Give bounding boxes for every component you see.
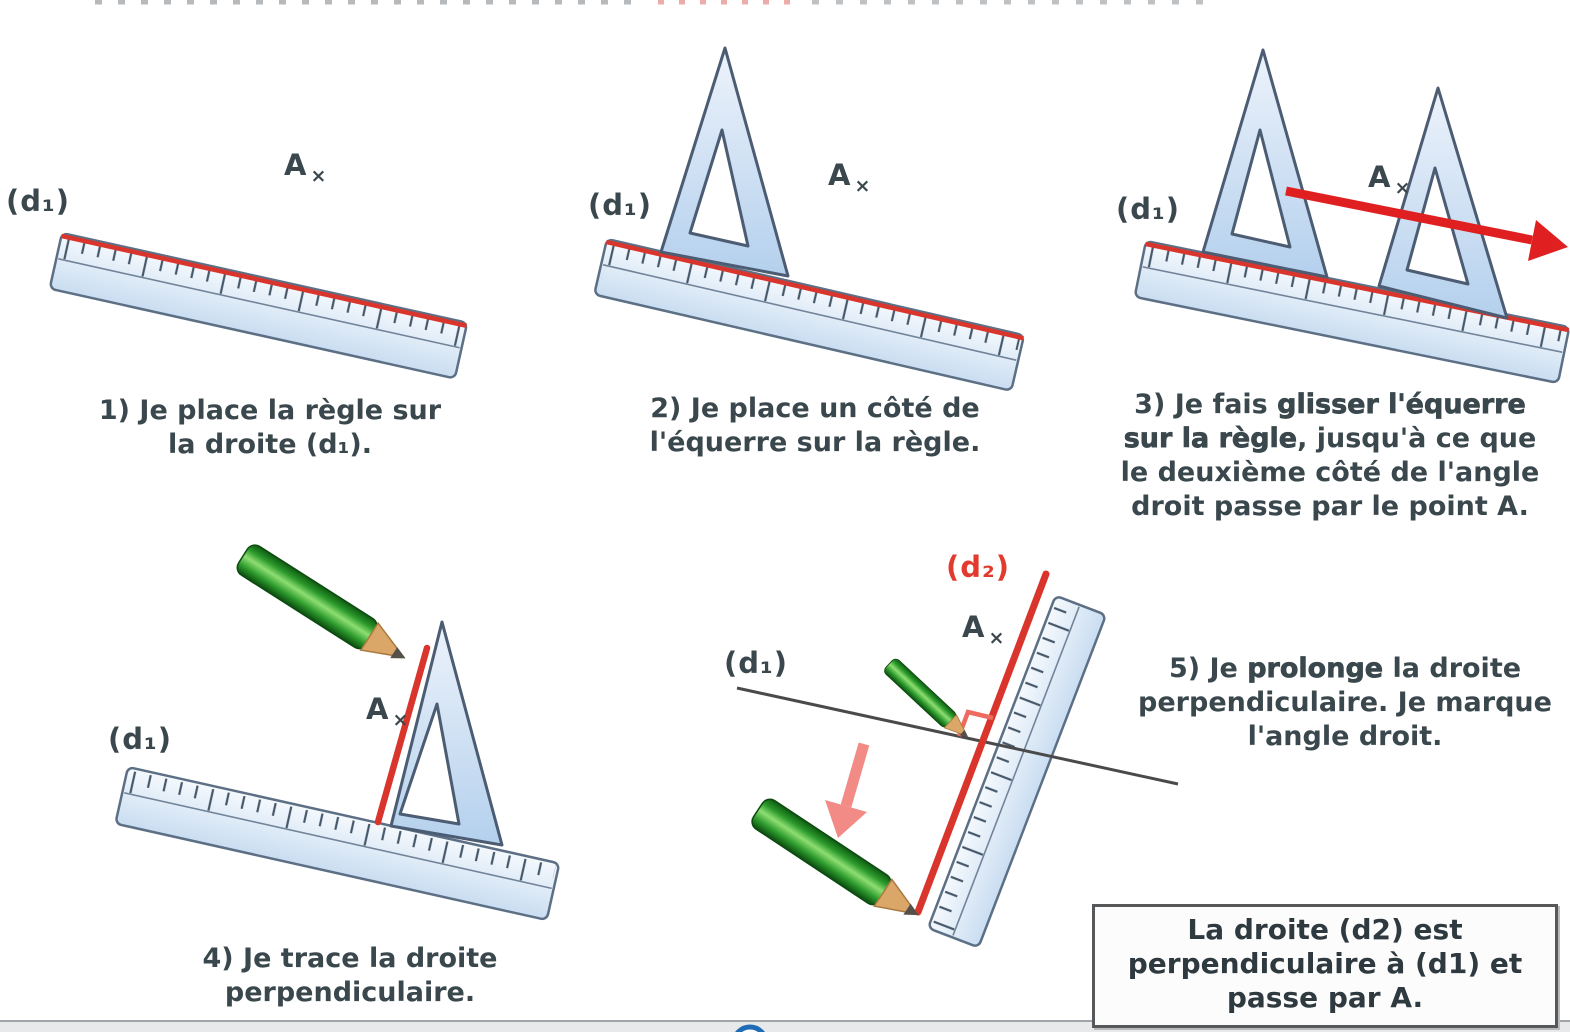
bottom-logo-arc <box>735 1024 765 1032</box>
step4-perpendicular-line <box>374 644 431 826</box>
caption-line: 5) Je prolonge la droite <box>1168 653 1522 685</box>
caption-line: perpendiculaire. Je marque <box>1138 687 1552 718</box>
conclusion-line: La droite (d2) est <box>1187 913 1463 946</box>
step5-down-arrow <box>825 742 870 838</box>
caption-line: 2) Je place un côté de <box>650 393 980 424</box>
caption-line: 3) Je fais glisser l'équerre <box>1134 389 1526 421</box>
caption-line: la droite (d₁). <box>167 429 373 460</box>
step2-ruler <box>594 238 1025 391</box>
step5-label-d2: (d₂) <box>946 550 1010 584</box>
step5-label-A: A× <box>962 610 1006 649</box>
step1-label-A: A× <box>284 148 328 187</box>
caption-line: perpendiculaire. <box>224 977 476 1008</box>
point-A-cross: × <box>1394 177 1412 199</box>
caption-line: l'angle droit. <box>1247 721 1443 752</box>
point-A-cross: × <box>854 175 872 197</box>
step3-set-square-initial <box>1201 48 1329 279</box>
caption-line: sur la règle, jusqu'à ce que <box>1123 423 1537 455</box>
step5-label-d1: (d₁) <box>724 646 788 680</box>
step1-ruler <box>49 232 468 379</box>
step4-pencil <box>233 540 415 675</box>
step5-line-d1 <box>736 686 1179 786</box>
step2-label-d1: (d₁) <box>588 188 652 222</box>
step4-caption: 4) Je trace la droite perpendiculaire. <box>140 942 560 1010</box>
caption-line: 1) Je place la règle sur <box>98 395 442 426</box>
step4-ruler <box>115 766 560 921</box>
step5-caption: 5) Je prolonge la droite perpendiculaire… <box>1135 652 1555 754</box>
step4-label-A: A× <box>366 692 410 731</box>
conclusion-box: La droite (d2) est perpendiculaire à (d1… <box>1092 904 1558 1028</box>
step5-ruler <box>928 596 1106 947</box>
step2-label-A: A× <box>828 158 872 197</box>
caption-line: droit passe par le point A. <box>1131 491 1529 522</box>
step5-small-pencil <box>882 656 975 745</box>
step4-set-square <box>389 620 504 847</box>
step2-set-square <box>659 46 790 278</box>
conclusion-line: perpendiculaire à (d1) et <box>1127 947 1523 980</box>
conclusion-line: passe par A. <box>1226 981 1424 1014</box>
step1-caption: 1) Je place la règle sur la droite (d₁). <box>60 394 480 462</box>
step3-ruler <box>1134 240 1570 384</box>
step1-label-d1: (d₁) <box>6 184 70 218</box>
caption-line: l'équerre sur la règle. <box>649 427 981 458</box>
step5-line-d2 <box>914 570 1050 916</box>
step4-label-d1: (d₁) <box>108 722 172 756</box>
caption-line: 4) Je trace la droite <box>202 943 498 974</box>
step3-set-square-slid <box>1377 86 1509 320</box>
step3-label-A: A× <box>1368 160 1412 199</box>
caption-line: le deuxième côté de l'angle <box>1120 457 1540 488</box>
point-A-cross: × <box>310 165 328 187</box>
step3-label-d1: (d₁) <box>1116 192 1180 226</box>
point-A-cross: × <box>988 627 1006 649</box>
step2-caption: 2) Je place un côté de l'équerre sur la … <box>600 392 1030 460</box>
point-A-cross: × <box>392 709 410 731</box>
step3-slide-arrow <box>1285 186 1568 261</box>
step3-caption: 3) Je fais glisser l'équerre sur la règl… <box>1095 388 1565 524</box>
